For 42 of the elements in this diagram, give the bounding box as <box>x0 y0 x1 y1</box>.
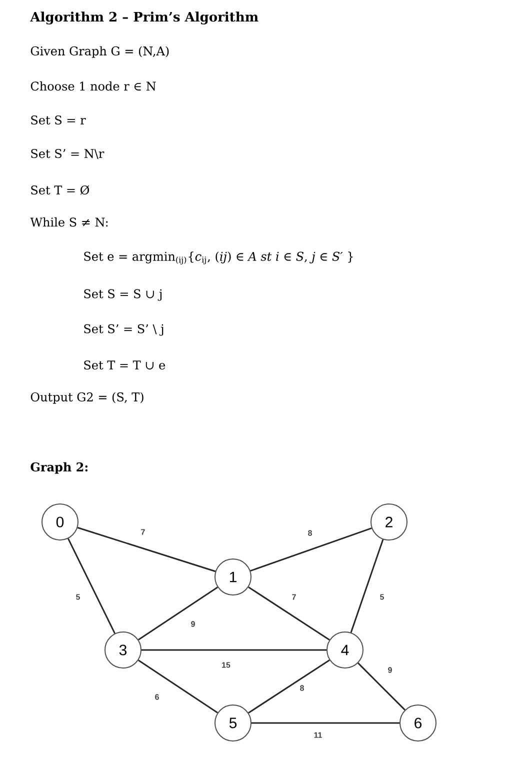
pseudocode-line: Set e = argmin$_{(ij)}${c$_{ij}$, (ij) ∈ A st i ∈ S, j ∈ S′ } <box>84 252 353 264</box>
title: Algorithm 2 – Prim’s Algorithm <box>30 12 258 24</box>
graph-edge <box>142 649 326 651</box>
pseudocode-line: While S ≠ N: <box>30 217 108 227</box>
graph-edge <box>68 538 116 634</box>
graph-vertex: 3 <box>104 632 142 668</box>
graph-edge <box>248 586 330 641</box>
graph-vertex: 5 <box>214 704 252 742</box>
edge-weight: 8 <box>298 684 306 692</box>
pseudocode-line: Set S’ = N\r <box>31 149 104 160</box>
pseudocode-line: Choose 1 node r ∈ N <box>30 81 156 91</box>
pseudocode-line: Given Graph G = (N,A) <box>30 46 169 58</box>
graph-edge <box>248 659 330 714</box>
edge-weight: 7 <box>140 528 146 536</box>
pseudocode-line: Output G2 = (S, T) <box>30 392 144 404</box>
edge-weight: 9 <box>190 620 196 628</box>
graph-edge <box>138 660 218 714</box>
graph-vertex: 0 <box>42 504 78 540</box>
edge-weight: 15 <box>220 661 232 669</box>
edge-weight: 6 <box>154 693 160 701</box>
pseudocode-line: Set S = r <box>31 115 86 125</box>
graph-edge <box>77 526 216 572</box>
edge-weight: 9 <box>386 666 394 674</box>
graph-edge <box>252 722 400 724</box>
pseudocode-line: Set T = Ø <box>31 185 90 195</box>
graph-vertex: 2 <box>370 504 408 540</box>
pseudocode-line: Set T = T ∪ e <box>84 360 166 370</box>
graph-vertex: 6 <box>400 704 436 742</box>
edge-weight: 8 <box>306 529 314 537</box>
graph-edge <box>350 539 384 633</box>
graph-vertex: 1 <box>214 558 252 596</box>
graph-vertex: 4 <box>326 632 364 668</box>
graph-edge <box>138 586 218 640</box>
edge-weight: 11 <box>312 731 324 739</box>
edge-weight: 7 <box>290 593 298 601</box>
edge-weight: 5 <box>74 593 82 601</box>
pseudocode-line: Set S = S ∪ j <box>84 289 162 301</box>
edge-weight: 5 <box>378 593 386 601</box>
section-heading: Graph 2: <box>30 462 88 474</box>
graph-edge <box>250 527 372 572</box>
pseudocode-line: Set S’ = S’ \ j <box>84 324 164 336</box>
graph-edge <box>358 662 406 710</box>
